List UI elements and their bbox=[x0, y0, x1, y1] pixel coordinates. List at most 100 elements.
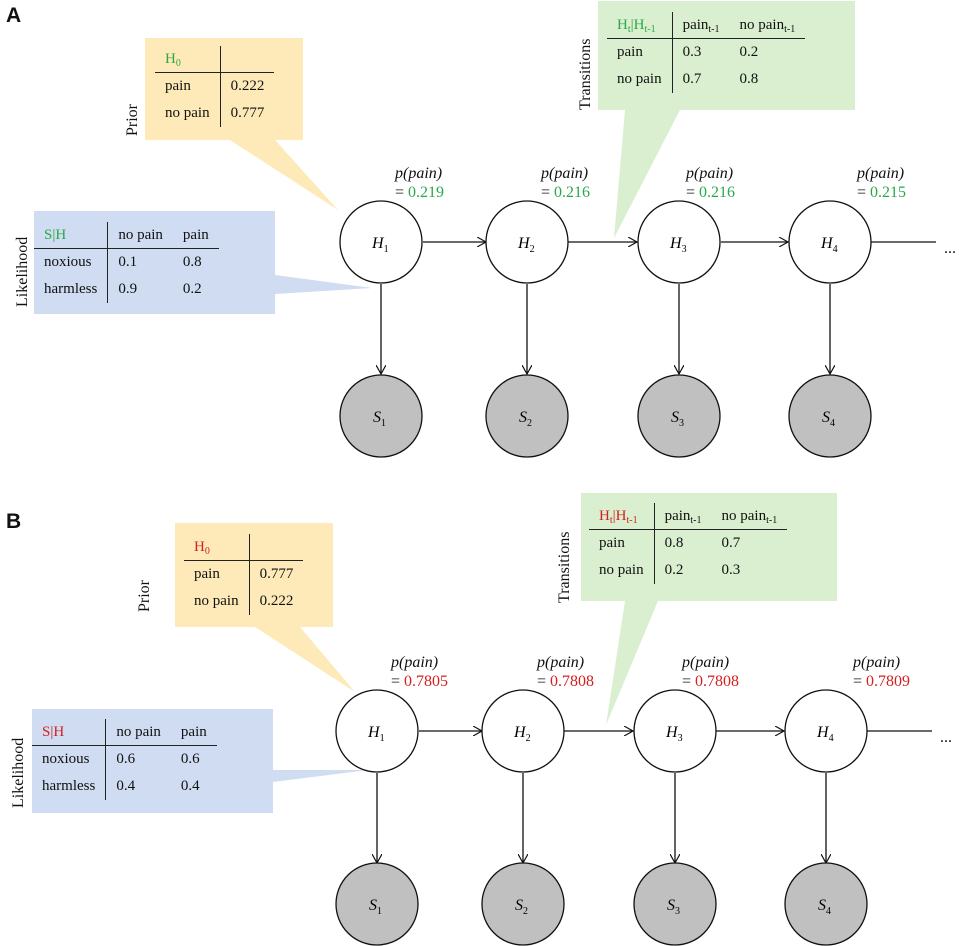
likelihood-cell: 0.4 bbox=[105, 773, 171, 800]
panel-b: B H1 H2 H3 H4 S1 S2 S3 S4 Prio bbox=[0, 470, 959, 946]
transitions-cell: 0.2 bbox=[739, 44, 759, 60]
hidden-node-label: H2 bbox=[517, 235, 535, 255]
likelihood-cell: 0.9 bbox=[107, 276, 173, 303]
panel-letter: B bbox=[6, 510, 22, 533]
observed-node-label: S3 bbox=[667, 897, 680, 917]
transitions-header: Ht|Ht-1 bbox=[589, 503, 655, 530]
hidden-node bbox=[481, 689, 565, 773]
hmm-graph: H1 H2 H3 H4 S1 S2 S3 S4 bbox=[32, 493, 932, 946]
pain-probability: p(pain)= 0.219 bbox=[395, 165, 445, 201]
likelihood-side-label: Likelihood bbox=[14, 236, 31, 307]
hidden-node bbox=[637, 200, 721, 284]
transitions-cell: 0.7 bbox=[671, 66, 730, 93]
pain-probability: p(pain)= 0.216 bbox=[686, 165, 736, 201]
observed-node-label: S3 bbox=[671, 409, 684, 429]
prior-row-value: 0.222 bbox=[219, 72, 275, 100]
transitions-side-label: Transitions bbox=[556, 531, 573, 603]
likelihood-col-header: no pain bbox=[107, 222, 173, 249]
hidden-node bbox=[784, 689, 868, 773]
pain-probability: p(pain)= 0.7805 bbox=[391, 654, 449, 690]
prior-row-label: no pain bbox=[194, 593, 239, 609]
likelihood-cell: 0.1 bbox=[107, 248, 173, 276]
transitions-row-label: no pain bbox=[617, 71, 662, 87]
pain-probability: p(pain)= 0.216 bbox=[541, 165, 591, 201]
likelihood-header: S|H bbox=[34, 222, 108, 249]
hidden-node-label: H2 bbox=[513, 724, 531, 744]
ellipsis: ... bbox=[944, 240, 956, 257]
transitions-row-label: no pain bbox=[599, 562, 644, 578]
prior-header-blank bbox=[219, 46, 275, 73]
transitions-col-header: no paint-1 bbox=[729, 12, 806, 39]
likelihood-cell: 0.2 bbox=[182, 281, 202, 297]
likelihood-col-header: pain bbox=[172, 222, 219, 249]
transitions-col-header: paint-1 bbox=[671, 12, 730, 39]
transitions-col-header: paint-1 bbox=[653, 503, 712, 530]
prior-row-label: pain bbox=[194, 566, 220, 582]
prior-header: H0 bbox=[155, 46, 221, 73]
transitions-cell: 0.3 bbox=[671, 38, 730, 66]
prior-row-value: 0.777 bbox=[219, 100, 275, 127]
transitions-row-label: pain bbox=[617, 44, 643, 60]
observed-node bbox=[335, 862, 419, 946]
likelihood-col-header: pain bbox=[170, 719, 217, 746]
transitions-cell: 0.7 bbox=[721, 535, 741, 551]
observed-node-label: S2 bbox=[515, 897, 528, 917]
hidden-node-label: H1 bbox=[367, 724, 385, 744]
hidden-node bbox=[633, 689, 717, 773]
observed-node bbox=[339, 374, 423, 458]
transitions-cell: 0.8 bbox=[653, 529, 712, 557]
likelihood-row-label: noxious bbox=[42, 751, 90, 767]
prior-row-label: pain bbox=[165, 78, 191, 94]
hmm-graph: H1 H2 H3 H4 S1 S2 S3 S4 bbox=[34, 1, 936, 458]
observed-node bbox=[637, 374, 721, 458]
transitions-side-label: Transitions bbox=[577, 38, 594, 110]
likelihood-row-label: noxious bbox=[44, 254, 92, 270]
transitions-row-label: pain bbox=[599, 535, 625, 551]
prior-side-label: Prior bbox=[124, 104, 141, 136]
hidden-node-label: H3 bbox=[669, 235, 687, 255]
hidden-node bbox=[485, 200, 569, 284]
transitions-callout bbox=[581, 493, 837, 725]
pain-probability: p(pain)= 0.7808 bbox=[682, 654, 740, 690]
likelihood-cell: 0.6 bbox=[180, 751, 200, 767]
prior-side-label: Prior bbox=[136, 580, 153, 612]
observed-node-label: S1 bbox=[373, 409, 386, 429]
panel-letter: A bbox=[6, 4, 22, 27]
observed-node bbox=[788, 374, 872, 458]
hidden-node-label: H4 bbox=[816, 724, 834, 744]
observed-node-label: S4 bbox=[818, 897, 831, 917]
likelihood-cell: 0.6 bbox=[105, 745, 171, 773]
prior-row-value: 0.777 bbox=[248, 560, 304, 588]
likelihood-col-header: no pain bbox=[105, 719, 171, 746]
observed-node bbox=[485, 374, 569, 458]
transitions-cell: 0.2 bbox=[653, 557, 712, 584]
transitions-callout bbox=[598, 1, 855, 238]
hidden-node-label: H3 bbox=[665, 724, 683, 744]
observed-node bbox=[784, 862, 868, 946]
prior-header-blank bbox=[248, 534, 304, 561]
likelihood-cell: 0.8 bbox=[182, 254, 202, 270]
pain-probability: p(pain)= 0.7808 bbox=[537, 654, 595, 690]
likelihood-row-label: harmless bbox=[44, 281, 98, 297]
observed-node-label: S2 bbox=[519, 409, 532, 429]
transitions-cell: 0.8 bbox=[739, 71, 759, 87]
prior-header: H0 bbox=[184, 534, 250, 561]
likelihood-cell: 0.4 bbox=[180, 778, 200, 794]
pain-probability: p(pain)= 0.7809 bbox=[853, 654, 911, 690]
hidden-node bbox=[335, 689, 419, 773]
transitions-col-header: no paint-1 bbox=[711, 503, 788, 530]
prior-row-value: 0.222 bbox=[248, 588, 304, 615]
ellipsis: ... bbox=[940, 729, 952, 746]
panel-a: A H1 H2 H3 H4 S1 bbox=[0, 0, 959, 470]
likelihood-header: S|H bbox=[32, 719, 106, 746]
observed-node bbox=[481, 862, 565, 946]
observed-node-label: S4 bbox=[822, 409, 835, 429]
likelihood-row-label: harmless bbox=[42, 778, 96, 794]
hidden-node-label: H1 bbox=[371, 235, 389, 255]
observed-node-label: S1 bbox=[369, 897, 382, 917]
pain-probability: p(pain)= 0.215 bbox=[857, 165, 907, 201]
hidden-node bbox=[339, 200, 423, 284]
transitions-cell: 0.3 bbox=[721, 562, 741, 578]
likelihood-side-label: Likelihood bbox=[10, 737, 27, 808]
prior-row-label: no pain bbox=[165, 105, 210, 121]
